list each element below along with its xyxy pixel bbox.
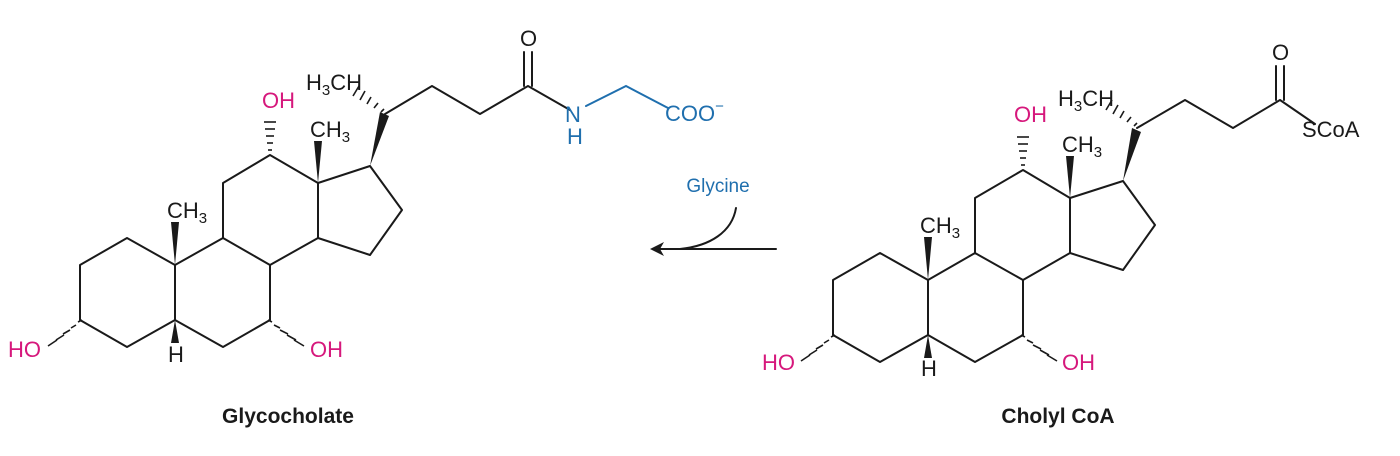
c13-methyl-wedge xyxy=(314,141,322,183)
amide-nitrogen-label: N xyxy=(565,102,581,127)
glycocholate-structure: CH3 CH3 H HO OH xyxy=(8,26,724,428)
ring-a-bonds xyxy=(79,237,176,348)
c17-side-chain-wedge xyxy=(370,112,389,166)
c17-side-chain-wedge xyxy=(1123,128,1141,181)
ring-c-bonds xyxy=(222,154,319,266)
c3-hydroxyl-label: HO xyxy=(762,350,795,375)
side-chain-bonds xyxy=(384,85,571,115)
c7-hydroxyl-label: OH xyxy=(1062,350,1095,375)
c13-methyl-label: CH3 xyxy=(310,117,350,146)
c5-hydrogen-label: H xyxy=(168,342,184,367)
amide-hydrogen-label: H xyxy=(567,124,583,149)
thioester-scoa-label: SCoA xyxy=(1302,117,1360,142)
arrow-head xyxy=(650,242,664,256)
c20-methyl-label: H3CH xyxy=(1058,86,1114,115)
thioester-oxygen-label: O xyxy=(1272,40,1289,65)
reagent-label: Glycine xyxy=(686,176,749,197)
c10-methyl-label: CH3 xyxy=(167,198,207,227)
c20-methyl-hash xyxy=(352,85,385,113)
c3-hydroxyl-hash xyxy=(800,334,836,362)
c20-methyl-hash xyxy=(1105,99,1138,127)
c10-methyl-wedge xyxy=(924,237,932,280)
c13-methyl-wedge xyxy=(1066,156,1074,198)
c5-hydrogen-wedge xyxy=(924,335,932,358)
ring-c-bonds xyxy=(974,169,1071,281)
cholyl-coa-structure: CH3 CH3 H HO OH xyxy=(762,40,1360,428)
amide-oxygen-label: O xyxy=(520,26,537,51)
glycine-bonds xyxy=(585,84,669,109)
c12-hydroxyl-hash xyxy=(1017,136,1029,166)
reaction-arrow: Glycine xyxy=(650,176,777,256)
c7-hydroxyl-hash xyxy=(267,319,305,347)
c12-hydroxyl-label: OH xyxy=(262,88,295,113)
ring-b-bonds xyxy=(174,237,271,348)
c7-hydroxyl-hash xyxy=(1020,334,1058,362)
c12-hydroxyl-label: OH xyxy=(1014,102,1047,127)
side-chain-bonds xyxy=(1136,99,1316,129)
carboxylate-label: COO− xyxy=(665,98,724,126)
c10-methyl-label: CH3 xyxy=(920,213,960,242)
c5-hydrogen-wedge xyxy=(171,320,179,343)
c13-methyl-label: CH3 xyxy=(1062,132,1102,161)
ring-d-bonds xyxy=(1069,180,1156,271)
c10-methyl-wedge xyxy=(171,222,179,265)
glycocholate-name: Glycocholate xyxy=(222,405,354,428)
c3-hydroxyl-label: HO xyxy=(8,337,41,362)
reagent-curve xyxy=(679,207,737,250)
c12-hydroxyl-hash xyxy=(264,121,276,151)
ring-b-bonds xyxy=(927,252,1024,363)
c7-hydroxyl-label: OH xyxy=(310,337,343,362)
c3-hydroxyl-hash xyxy=(47,319,83,347)
ring-a-bonds xyxy=(832,252,929,363)
c5-hydrogen-label: H xyxy=(921,356,937,381)
ring-d-bonds xyxy=(317,165,403,256)
c20-methyl-label: H3CH xyxy=(306,70,362,99)
cholyl-coa-name: Cholyl CoA xyxy=(1001,405,1114,428)
